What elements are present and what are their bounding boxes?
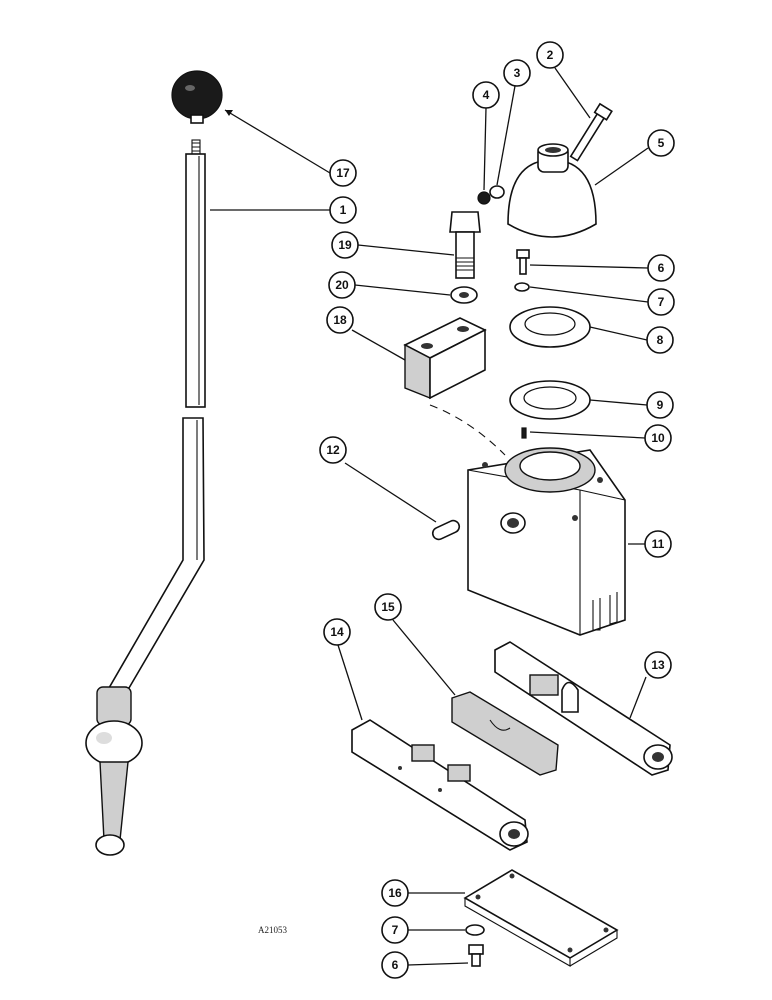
callout-8: 8: [646, 326, 674, 354]
shift-rail-13: [494, 641, 673, 776]
dowel-12: [431, 519, 461, 541]
callout-14: 14: [323, 618, 351, 646]
callout-12: 12: [319, 436, 347, 464]
callout-label: 19: [338, 238, 352, 252]
cover-plate-16: [463, 869, 619, 967]
callout-16: 16: [381, 879, 409, 907]
callout-9: 9: [646, 391, 674, 419]
lever-ball: [85, 720, 143, 766]
lever-foot: [95, 834, 125, 856]
screw-2: [569, 102, 613, 162]
callout-label: 13: [651, 658, 665, 672]
callout-5: 5: [647, 129, 675, 157]
lever-taper: [99, 761, 129, 841]
callout-10: 10: [644, 424, 672, 452]
callout-17: 17: [329, 159, 357, 187]
callout-7-bottom: 7: [381, 916, 409, 944]
interlock-plate-15: [451, 691, 559, 776]
callout-18: 18: [326, 306, 354, 334]
callout-label: 4: [483, 88, 490, 102]
callout-label: 5: [658, 136, 665, 150]
callout-label: 12: [326, 443, 340, 457]
callout-label: 10: [651, 431, 665, 445]
callout-6-bottom: 6: [381, 951, 409, 979]
callout-label: 11: [652, 537, 665, 551]
callout-20: 20: [328, 271, 356, 299]
washer-7-bottom: [465, 924, 485, 936]
callout-2: 2: [536, 41, 564, 69]
housing-11: [467, 447, 626, 636]
callout-7-top: 7: [647, 288, 675, 316]
callout-label: 7: [658, 295, 665, 309]
callout-label: 6: [658, 261, 665, 275]
callout-4: 4: [472, 81, 500, 109]
callout-label: 1: [340, 203, 347, 217]
callout-11: 11: [644, 530, 672, 558]
washer-3: [489, 185, 505, 199]
callout-label: 20: [335, 278, 349, 292]
callout-label: 2: [547, 48, 554, 62]
nut-4: [477, 191, 491, 205]
callout-15: 15: [374, 593, 402, 621]
callout-label: 15: [381, 600, 395, 614]
screw-6-bottom: [468, 944, 484, 967]
callout-3: 3: [503, 59, 531, 87]
pin-10: [521, 427, 527, 439]
callout-13: 13: [644, 651, 672, 679]
callout-label: 7: [392, 923, 399, 937]
callout-label: 8: [657, 333, 664, 347]
shift-rail-14: [351, 719, 529, 851]
callout-1: 1: [329, 196, 357, 224]
shift-lever-part: [85, 70, 223, 856]
lever-collar: [96, 686, 132, 726]
callout-6-top: 6: [647, 254, 675, 282]
callout-label: 3: [514, 66, 521, 80]
leader-lines: [210, 67, 649, 966]
callout-label: 18: [333, 313, 347, 327]
dome-cover-5: [507, 143, 597, 238]
callout-label: 14: [330, 625, 344, 639]
drawing-reference-code: A21053: [258, 925, 287, 935]
hardware-parts: [403, 102, 613, 541]
callout-label: 16: [388, 886, 402, 900]
callout-label: 17: [336, 166, 350, 180]
screw-6-top: [516, 249, 530, 275]
callout-19: 19: [331, 231, 359, 259]
upper-rod: [185, 153, 206, 408]
washer-7-top: [514, 282, 530, 292]
block-18: [403, 317, 487, 400]
lower-bent-rod: [107, 417, 205, 689]
lever-knob: [171, 70, 223, 120]
bolt-19: [449, 211, 481, 279]
callout-label: 9: [657, 398, 664, 412]
callout-label: 6: [392, 958, 399, 972]
